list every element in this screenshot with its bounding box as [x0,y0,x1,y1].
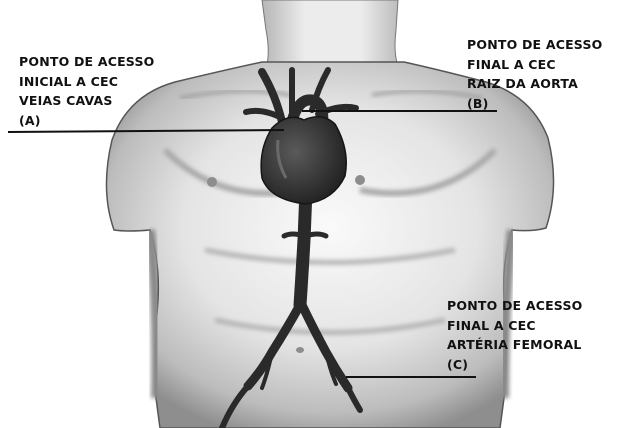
label-c-line2: FINAL A CEC [447,316,582,336]
nipple-left [207,177,217,187]
label-b-line4: (B) [467,94,602,114]
renal-artery-right [306,234,326,236]
label-a-line3: VEIAS CAVAS [19,91,154,111]
label-c-line1: PONTO DE ACESSO [447,296,582,316]
label-c-line4: (C) [447,355,582,375]
label-access-a: PONTO DE ACESSO INICIAL A CEC VEIAS CAVA… [19,52,154,130]
navel [296,347,304,353]
label-a-line1: PONTO DE ACESSO [19,52,154,72]
label-b-line3: RAIZ DA AORTA [467,74,602,94]
label-a-line2: INICIAL A CEC [19,72,154,92]
label-a-line4: (A) [19,111,154,131]
label-access-c: PONTO DE ACESSO FINAL A CEC ARTÉRIA FEMO… [447,296,582,374]
nipple-right [355,175,365,185]
renal-artery-left [284,234,304,236]
descending-aorta [300,190,306,305]
label-b-line1: PONTO DE ACESSO [467,35,602,55]
label-c-line3: ARTÉRIA FEMORAL [447,335,582,355]
label-b-line2: FINAL A CEC [467,55,602,75]
label-access-b: PONTO DE ACESSO FINAL A CEC RAIZ DA AORT… [467,35,602,113]
side-shadow-left [150,230,156,398]
